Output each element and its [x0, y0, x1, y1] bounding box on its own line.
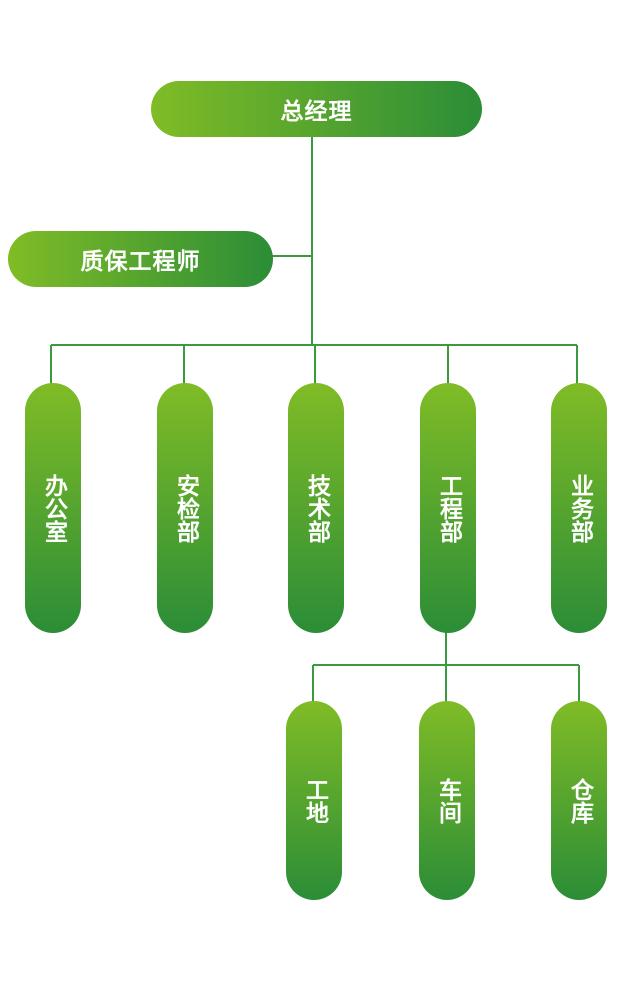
quality-engineer-node: 质保工程师: [8, 231, 273, 287]
unit-site-label: 工地: [301, 777, 328, 824]
unit-workshop-node: 车间: [419, 701, 475, 900]
general-manager-label: 总经理: [280, 99, 353, 125]
unit-workshop-label: 车间: [434, 777, 461, 824]
department-business-node: 业务部: [551, 383, 607, 633]
department-office-label: 办公室: [40, 473, 67, 543]
unit-site-node: 工地: [286, 701, 342, 900]
department-office-node: 办公室: [25, 383, 81, 633]
department-engineering-label: 工程部: [435, 473, 462, 543]
general-manager-node: 总经理: [151, 81, 482, 137]
quality-engineer-label: 质保工程师: [80, 249, 201, 275]
department-engineering-node: 工程部: [420, 383, 476, 633]
department-tech-node: 技术部: [288, 383, 344, 633]
department-business-label: 业务部: [566, 473, 593, 543]
department-safety-label: 安检部: [172, 473, 199, 543]
department-tech-label: 技术部: [303, 473, 330, 543]
unit-warehouse-node: 仓库: [551, 701, 607, 900]
department-safety-node: 安检部: [157, 383, 213, 633]
unit-warehouse-label: 仓库: [566, 777, 593, 824]
